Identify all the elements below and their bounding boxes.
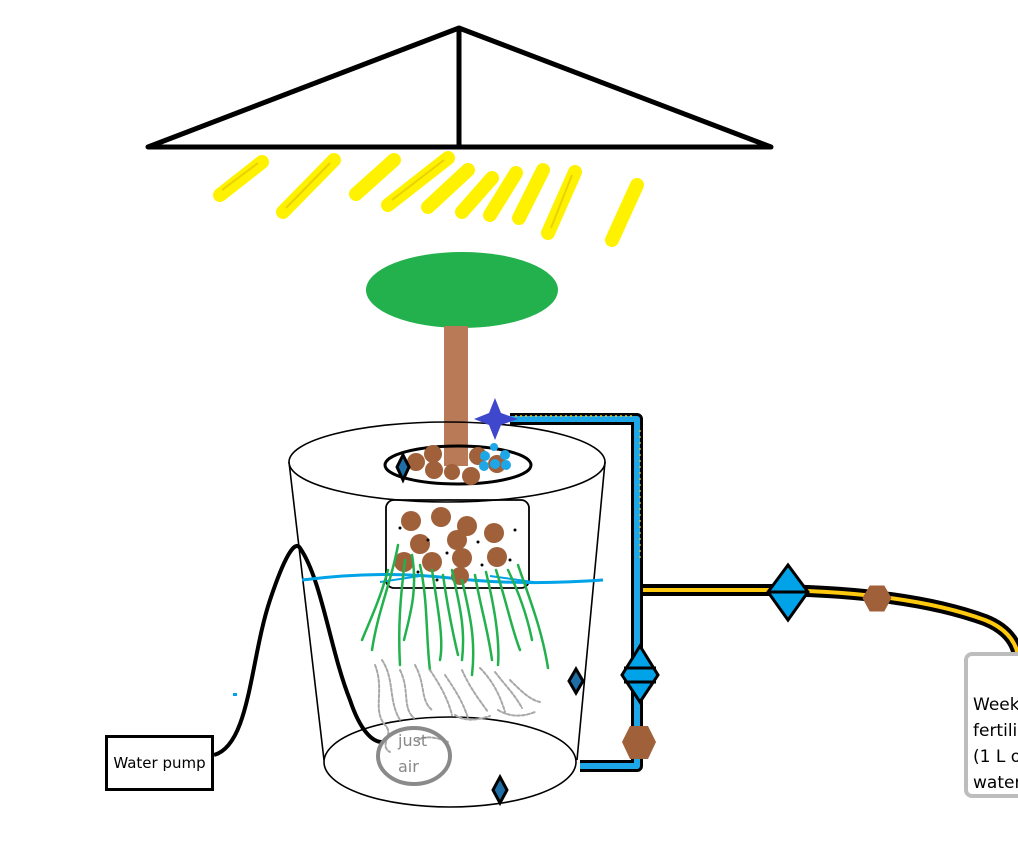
sprinkler-icon bbox=[474, 398, 518, 471]
water-pump-label: Water pump bbox=[113, 754, 206, 772]
pump-hose bbox=[213, 544, 383, 757]
clay-pebbles-pot bbox=[394, 507, 507, 585]
plant-trunk bbox=[444, 326, 468, 466]
air-label: just air bbox=[376, 728, 448, 780]
fertilizer-note-line1: Week bbox=[973, 695, 1018, 715]
valve-icon bbox=[766, 562, 810, 623]
pump-icon: Water pump bbox=[105, 735, 214, 791]
air-label-line1: just bbox=[398, 731, 428, 750]
fertilizer-note-box: Week fertili (1 L o water bbox=[964, 652, 1018, 798]
plant-foliage bbox=[366, 252, 558, 328]
net-pot bbox=[385, 499, 530, 589]
fertilizer-note-text: Week fertili (1 L o water bbox=[973, 692, 1018, 794]
net-pot-rim bbox=[383, 444, 533, 486]
fitting-icon bbox=[862, 585, 892, 612]
fertilizer-note-line2: fertili bbox=[973, 721, 1018, 741]
clay-pebbles-top bbox=[407, 445, 506, 485]
lamp-icon bbox=[145, 25, 774, 150]
fertilizer-hose bbox=[643, 584, 1018, 657]
roots-green bbox=[360, 543, 550, 677]
roots-gray bbox=[374, 659, 541, 753]
bucket bbox=[288, 421, 606, 808]
valve-icon bbox=[620, 643, 660, 705]
air-label-line2: air bbox=[398, 757, 419, 776]
fitting-icon bbox=[622, 726, 656, 759]
light-rays-icon bbox=[213, 151, 644, 247]
water-line bbox=[301, 572, 604, 585]
fertilizer-note-line4: water bbox=[973, 773, 1018, 793]
return-pipe bbox=[510, 413, 643, 772]
air-bubble bbox=[376, 726, 452, 786]
fertilizer-note-line3: (1 L o bbox=[973, 747, 1018, 767]
